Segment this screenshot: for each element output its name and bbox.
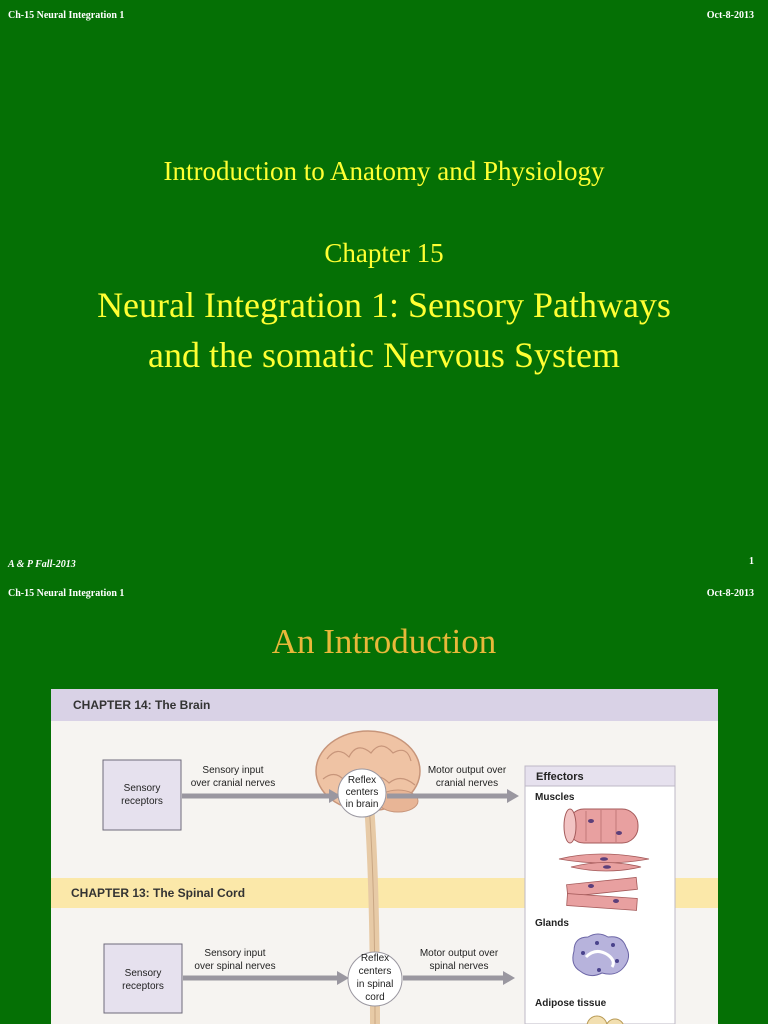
adipose-tissue-icon (586, 1015, 624, 1024)
reflex-brain-text: centers (346, 787, 379, 798)
sensory-receptors-spinal-box (103, 943, 183, 1014)
footer-course-term: A & P Fall-2013 (8, 559, 76, 570)
course-title: Introduction to Anatomy and Physiology (163, 156, 605, 186)
reflex-spinal-text: centers (359, 966, 392, 977)
sensory-receptors-text: Sensory (124, 783, 161, 794)
chapter14-band (51, 689, 718, 721)
gland-icon (572, 933, 630, 977)
header-chapter-label: Ch-15 Neural Integration 1 (8, 10, 125, 21)
chapter14-label: CHAPTER 14: The Brain (73, 698, 210, 712)
reflex-spinal-text: Reflex (361, 953, 389, 964)
motor-output-cranial-text: Motor output over (428, 765, 507, 776)
adipose-tissue-label: Adipose tissue (535, 998, 607, 1009)
effectors-panel (524, 765, 676, 1024)
muscles-label: Muscles (535, 792, 575, 803)
motor-output-spinal-text: spinal nerves (430, 961, 489, 972)
reflex-spinal-text: cord (365, 992, 384, 1003)
title-slide: Ch-15 Neural Integration 1 Oct-8-2013 In… (0, 0, 768, 578)
sensory-input-cranial-text: Sensory input (202, 765, 263, 776)
chapter-title-line-1: Neural Integration 1: Sensory Pathways (97, 285, 671, 325)
header-date: Oct-8-2013 (706, 10, 754, 21)
sensory-receptors-spinal-text: receptors (122, 981, 164, 992)
reflex-centers-spinal-circle (347, 951, 403, 1007)
page-number: 1 (749, 556, 754, 567)
motor-output-spinal-text: Motor output over (420, 948, 499, 959)
reflex-brain-text: in brain (346, 799, 379, 810)
sensory-receptors-text: receptors (121, 796, 163, 807)
smooth-muscle-icon (558, 853, 650, 872)
reflex-spinal-text: in spinal (357, 979, 394, 990)
skeletal-muscle-icon (563, 808, 639, 844)
header-chapter-label: Ch-15 Neural Integration 1 (8, 588, 125, 599)
reflex-centers-brain-circle (337, 768, 387, 818)
effectors-label: Effectors (536, 771, 584, 783)
reflex-brain-text: Reflex (348, 775, 376, 786)
motor-output-cranial-text: cranial nerves (436, 778, 498, 789)
cardiac-muscle-icon (566, 876, 638, 911)
chapter-title-line-2: and the somatic Nervous System (148, 335, 620, 375)
sensory-input-cranial-text: over cranial nerves (191, 778, 275, 789)
sensory-receptors-spinal-text: Sensory (125, 968, 162, 979)
nervous-system-figure: CHAPTER 14: The Brain CHAPTER 13: The Sp… (51, 689, 718, 1024)
slide-title: An Introduction (271, 622, 497, 661)
chapter-title: Neural Integration 1: Sensory Pathways a… (0, 280, 768, 380)
header-date: Oct-8-2013 (706, 588, 754, 599)
chapter13-label: CHAPTER 13: The Spinal Cord (71, 886, 245, 900)
chapter-number: Chapter 15 (324, 238, 444, 268)
sensory-input-spinal-text: over spinal nerves (194, 961, 275, 972)
sensory-receptors-box (102, 759, 182, 831)
sensory-input-spinal-text: Sensory input (204, 948, 265, 959)
introduction-slide: Ch-15 Neural Integration 1 Oct-8-2013 An… (0, 578, 768, 1024)
glands-label: Glands (535, 918, 569, 929)
